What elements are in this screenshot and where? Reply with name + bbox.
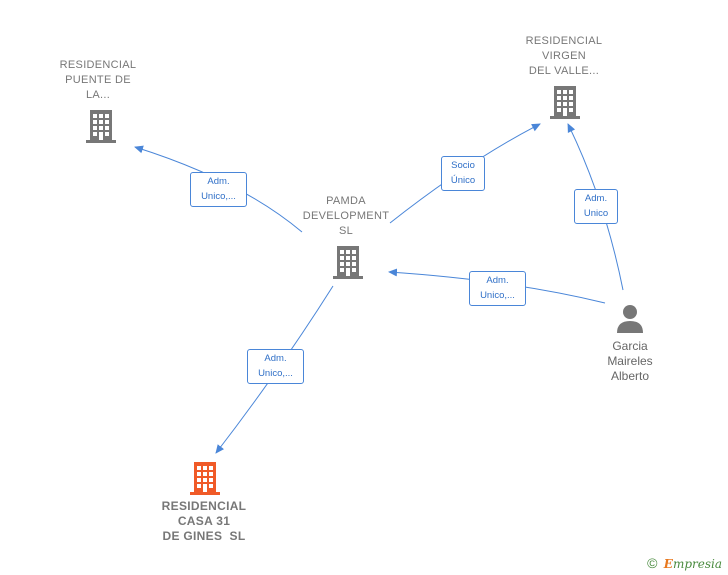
edge-label-pamda-casa31[interactable]: Adm. Unico,... xyxy=(247,349,304,384)
copyright-symbol: © xyxy=(647,555,658,571)
edge-label-line: Adm. xyxy=(486,275,509,286)
label-line: SL xyxy=(338,225,354,237)
edge-label-line: Único xyxy=(450,175,476,186)
building-icon[interactable] xyxy=(331,244,365,280)
label-line: Alberto xyxy=(610,369,650,383)
edge-label-pamda-virgen[interactable]: Socio Único xyxy=(441,156,485,191)
edge-label-line: Unico,... xyxy=(201,191,236,202)
label-line: LA... xyxy=(85,89,111,101)
label-line: DEL VALLE... xyxy=(528,65,600,77)
node-label-residencial-casa31[interactable]: RESIDENCIAL CASA 31 DE GINES SL xyxy=(148,499,260,544)
edge-label-line: Unico xyxy=(583,208,609,219)
edge-label-line: Adm. xyxy=(264,353,287,364)
label-line: RESIDENCIAL xyxy=(161,499,247,513)
edge-label-line: Adm. xyxy=(584,193,608,204)
footer-brand: © Empresia xyxy=(647,555,722,571)
label-line: Garcia xyxy=(612,339,648,353)
node-label-residencial-puente[interactable]: RESIDENCIAL PUENTE DE LA... xyxy=(48,58,148,103)
logo-rest: mpresia xyxy=(672,557,722,571)
edge-label-garcia-virgen[interactable]: Adm. Unico xyxy=(574,189,618,224)
person-icon[interactable] xyxy=(614,302,646,334)
node-label-residencial-virgen[interactable]: RESIDENCIAL VIRGEN DEL VALLE... xyxy=(514,34,614,79)
label-line: Maireles xyxy=(607,354,653,368)
label-line: DEVELOPMENT xyxy=(302,210,390,222)
edge-label-line: Adm. xyxy=(207,176,230,187)
label-line: PAMDA xyxy=(326,195,366,207)
building-icon[interactable] xyxy=(548,84,582,120)
building-icon[interactable] xyxy=(188,460,222,496)
label-line: RESIDENCIAL xyxy=(59,59,137,71)
edge-label-pamda-puente[interactable]: Adm. Unico,... xyxy=(190,172,247,207)
edge-label-line: Unico,... xyxy=(480,290,515,301)
label-line: VIRGEN xyxy=(542,50,586,62)
label-line: RESIDENCIAL xyxy=(525,35,603,47)
label-line: PUENTE DE xyxy=(65,74,131,86)
edge-label-garcia-pamda[interactable]: Adm. Unico,... xyxy=(469,271,526,306)
node-label-pamda-development[interactable]: PAMDA DEVELOPMENT SL xyxy=(296,194,396,239)
node-label-garcia-maireles[interactable]: Garcia Maireles Alberto xyxy=(580,339,680,384)
edge-label-line: Unico,... xyxy=(258,368,293,379)
label-line: DE GINES SL xyxy=(162,529,246,543)
logo-initial: E xyxy=(663,557,673,571)
edge-label-line: Socio xyxy=(451,160,475,171)
empresia-logo: Empresia xyxy=(664,557,722,571)
building-icon[interactable] xyxy=(84,108,118,144)
label-line: CASA 31 xyxy=(177,514,231,528)
